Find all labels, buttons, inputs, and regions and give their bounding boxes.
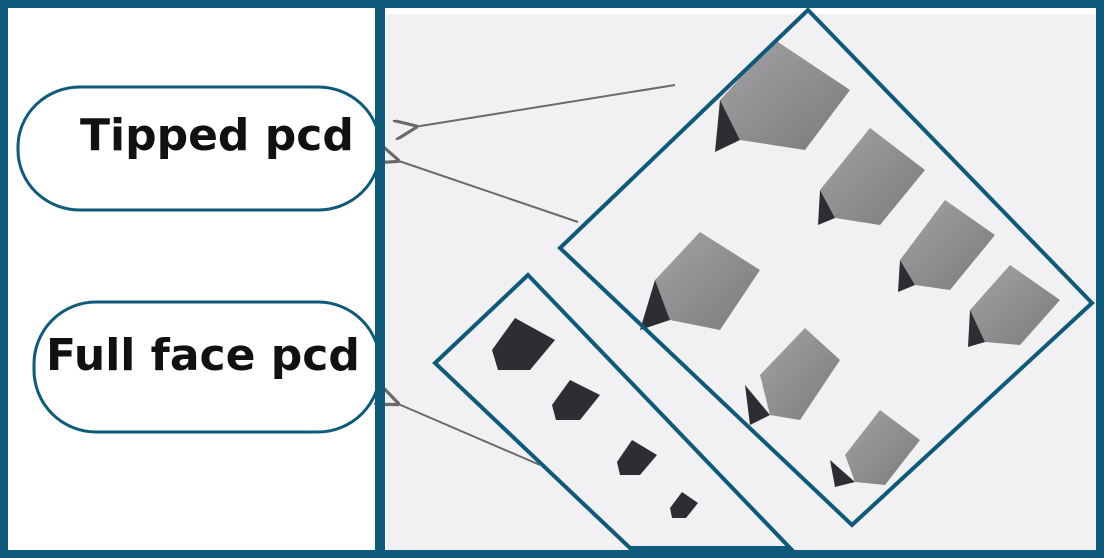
full-face-pcd-label: Full face pcd (46, 330, 360, 381)
arrow-full-face (396, 403, 541, 466)
insert (715, 40, 850, 152)
arrow-tipped-2 (396, 160, 579, 223)
full-face-group-frame (432, 272, 795, 550)
tipped-group-frame (557, 7, 1095, 528)
tipped-inserts (640, 40, 1060, 487)
insert (898, 200, 995, 292)
insert (830, 410, 920, 487)
tipped-pcd-label: Tipped pcd (80, 110, 354, 161)
insert (818, 128, 925, 225)
full-face-inserts (492, 318, 698, 518)
divider (375, 0, 385, 558)
insert (552, 380, 600, 420)
insert (640, 232, 760, 330)
arrow-tipped-1 (414, 84, 676, 127)
insert (968, 265, 1060, 347)
insert (492, 318, 555, 370)
insert (617, 440, 657, 475)
insert (745, 328, 840, 425)
insert (670, 492, 698, 518)
